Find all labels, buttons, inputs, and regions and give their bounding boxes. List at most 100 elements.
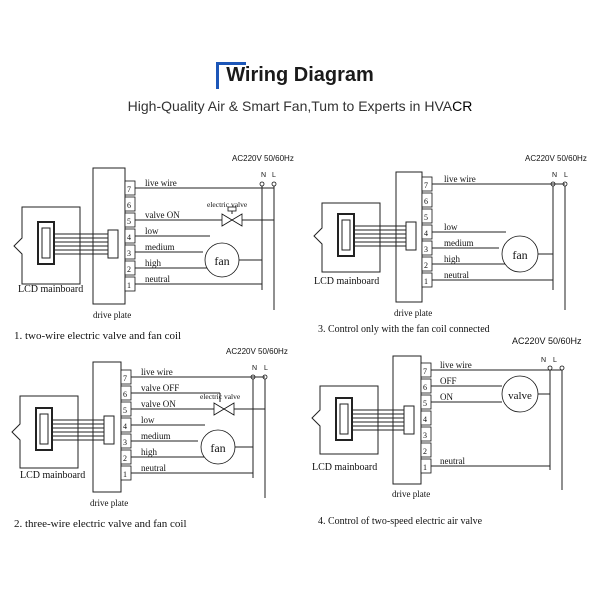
panel-3-mainboard-outline [313,202,381,273]
panel-2-terminal-3: 3 [123,438,127,447]
panel-4-wires [431,369,562,467]
panel-4-connector-slot [339,403,349,435]
panel-2-wire-live: live wire [141,367,173,377]
panel-4-terminal-6: 6 [423,383,427,392]
panel-1-fan-symbol [204,242,240,278]
panel-3-plug [405,221,417,251]
panel-3-wires [432,183,565,281]
panel-3-terminal-6: 6 [424,197,428,206]
panel-3-terminal-2: 2 [424,261,428,270]
panel-4-caption: 4. Control of two-speed electric air val… [318,516,483,527]
panel-2-power-label: AC220V 50/60Hz [226,347,288,356]
panel-2: AC220V 50/60Hz N L LCD mainboard drive p… [11,347,288,530]
panel-2-connector [35,407,53,451]
panel-3-fan-label: fan [512,248,527,262]
panel-3-drive-plate-label: drive plate [394,308,432,318]
panel-4-terminal-2: 2 [423,447,427,456]
panel-1-wire-valve-on: valve ON [145,210,180,220]
panel-4: AC220V 50/60Hz N L LCD mainboard drive p… [311,336,582,527]
panel-1-n-terminal [259,181,265,187]
panel-4-terminal-7: 7 [423,367,427,376]
panel-1-plug [107,229,119,259]
panel-3-wire-high: high [444,254,461,264]
panel-3-caption: 3. Control only with the fan coil connec… [318,324,490,335]
subtitle-tail: CR [452,98,473,114]
title-accent-bracket [216,62,246,89]
panel-2-wires [131,376,265,474]
page-subtitle: High-Quality Air & Smart Fan,Tum to Expe… [0,98,600,114]
panel-1-wire-live: live wire [145,178,177,188]
panel-2-connector-slot [39,413,49,445]
panel-1-terminal-1: 1 [127,281,131,290]
panel-2-terminal-7: 7 [123,374,127,383]
panel-1-ribbon-cable [54,233,112,255]
panel-4-plug [403,405,415,435]
panel-3-power-label: AC220V 50/60Hz [525,154,587,163]
panel-4-connector [335,397,353,441]
panel-4-l-label: L [553,357,557,364]
panel-3-wire-live: live wire [444,174,476,184]
panel-3-terminal-1: 1 [424,277,428,286]
panel-2-mainboard-label: LCD mainboard [20,470,85,481]
panel-4-drive-plate-label: drive plate [392,489,430,499]
panel-1-terminal-7: 7 [127,185,131,194]
panel-3-terminal-7: 7 [424,181,428,190]
panel-1-caption: 1. two-wire electric valve and fan coil [14,330,181,342]
panel-1-n-label: N [261,172,266,179]
panel-3-n-label: N [552,172,557,179]
panel-1-valve-icon [221,206,243,227]
panel-2-plug [103,415,115,445]
panel-1-connector [37,221,55,265]
panel-2-valve-label: electric valve [200,392,241,401]
panel-2-wire-neutral: neutral [141,463,166,473]
panel-4-wire-on: ON [440,392,453,402]
panel-4-terminal-block: 7 6 5 4 3 2 1 [420,362,432,474]
panel-1-mainboard-label: LCD mainboard [18,284,83,295]
panel-1-mainboard-outline [13,206,81,285]
panel-1-terminal-5: 5 [127,217,131,226]
subtitle-main: High-Quality Air & Smart Fan,Tum to Expe… [127,98,453,114]
page-title: Wiring Diagram [226,64,374,86]
panel-2-terminal-5: 5 [123,406,127,415]
panel-3-terminal-5: 5 [424,213,428,222]
panel-3-wire-neutral: neutral [444,270,469,280]
panel-4-terminal-4: 4 [423,415,427,424]
panel-4-n-terminal [547,365,553,371]
panel-3: AC220V 50/60Hz N L LCD mainboard drive p… [313,154,587,335]
panel-3-wire-low: low [444,222,458,232]
panel-1-valve-label: electric valve [207,200,248,209]
panel-4-wire-off: OFF [440,376,457,386]
panel-1-l-label: L [272,172,276,179]
panel-2-terminal-2: 2 [123,454,127,463]
panel-2-terminal-6: 6 [123,390,127,399]
panel-3-mainboard-label: LCD mainboard [314,276,379,287]
panel-2-drive-plate-label: drive plate [90,498,128,508]
panel-4-terminal-3: 3 [423,431,427,440]
panel-4-mainboard-outline [311,385,379,455]
panel-2-fan-label: fan [210,441,225,455]
panel-2-wire-valve-off: valve OFF [141,383,179,393]
panel-1-terminal-3: 3 [127,249,131,258]
panel-3-l-label: L [564,172,568,179]
panel-4-l-terminal [559,365,565,371]
panel-2-terminal-4: 4 [123,422,127,431]
panel-3-terminal-3: 3 [424,245,428,254]
panel-1: AC220V 50/60Hz N L LCD mainboard drive p… [13,154,294,342]
panel-4-ribbon-cable [352,409,410,431]
panel-1-wires [135,187,274,285]
panel-1-fan-label: fan [214,254,229,268]
panel-1-connector-slot [41,227,51,259]
panel-4-power-label: AC220V 50/60Hz [512,336,582,346]
panel-2-wire-valve-on: valve ON [141,399,176,409]
panel-2-terminal-block: 7 6 5 4 3 2 1 [120,369,132,481]
panel-1-power-label: AC220V 50/60Hz [232,154,294,163]
panel-1-wire-low: low [145,226,159,236]
panel-2-mainboard-outline [11,395,79,469]
panel-1-l-terminal [271,181,277,187]
panel-1-wire-high: high [145,258,162,268]
panel-1-wire-medium: medium [145,242,175,252]
panel-1-wire-neutral: neutral [145,274,170,284]
panel-3-connector-slot [341,219,351,251]
panel-3-terminal-4: 4 [424,229,428,238]
